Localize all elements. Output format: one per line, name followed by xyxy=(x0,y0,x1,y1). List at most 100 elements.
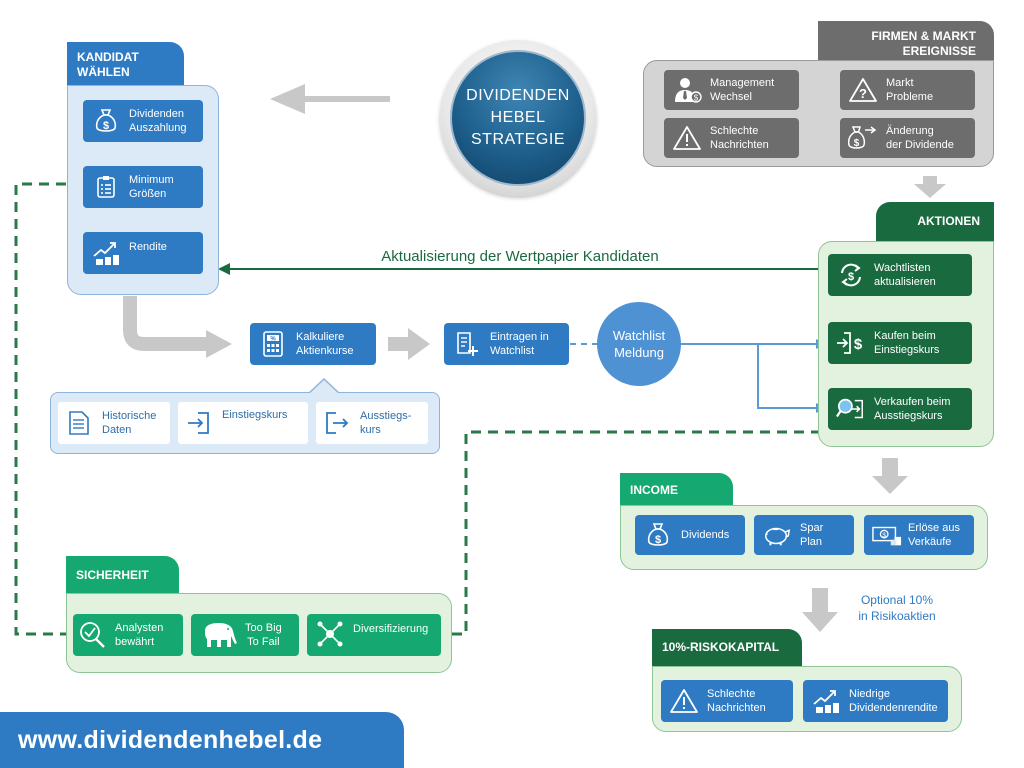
aktualisierung-label: Aktualisierung der Wertpapier Kandidaten xyxy=(381,248,659,265)
watchlist-meldung-circle: Watchlist Meldung xyxy=(597,302,681,386)
optional-note: Optional 10% in Risikoaktien xyxy=(858,593,936,623)
income-dividends-button[interactable]: $ Dividends xyxy=(635,515,745,555)
piggy-bank-icon xyxy=(762,520,792,550)
kalkuliere-button[interactable]: % Kalkuliere Aktienkurse xyxy=(250,323,376,365)
arrow-kandidat-to-kalkuliere xyxy=(123,296,210,351)
income-item-label: Dividends xyxy=(681,529,730,541)
aktionen-item-label: Wachtlisten aktualisieren xyxy=(874,262,936,288)
arrow-center-to-kandidat xyxy=(270,84,390,114)
aktionen-verkaufen-button[interactable]: Verkaufen beim Ausstiegskurs xyxy=(828,388,972,430)
sicherheit-item-label: Analysten bewährt xyxy=(115,622,164,648)
input-ausstiegskurs[interactable]: Ausstiegs- kurs xyxy=(316,402,428,444)
svg-text:$: $ xyxy=(103,120,109,132)
network-icon xyxy=(315,619,345,649)
sicherheit-item-label: Diversifizierung xyxy=(353,623,429,635)
risiko-title: 10%-RISKOKAPITAL xyxy=(662,640,780,654)
buy-icon: $ xyxy=(836,328,866,358)
kandidat-item-label: Rendite xyxy=(129,241,167,253)
line-to-verkaufen xyxy=(757,344,820,409)
firmen-title: FIRMEN & MARKT EREIGNISSE xyxy=(871,29,976,58)
firmen-item-label: Markt Probleme xyxy=(886,77,934,103)
sicherheit-title: SICHERHEIT xyxy=(76,568,149,582)
income-tab: INCOME xyxy=(620,473,733,506)
calculator-icon: % xyxy=(258,329,288,359)
aktionen-wachtlisten-button[interactable]: $ Wachtlisten aktualisieren xyxy=(828,254,972,296)
firmen-item-label: Schlechte Nachrichten xyxy=(710,125,769,151)
aktionen-item-label: Verkaufen beim Ausstiegskurs xyxy=(874,396,951,422)
risiko-item-label: Niedrige Dividendenrendite xyxy=(849,688,938,714)
risiko-tab: 10%-RISKOKAPITAL xyxy=(652,629,802,667)
firmen-dividende-button[interactable]: $ Änderung der Dividende xyxy=(840,118,975,158)
footer-url[interactable]: www.dividendenhebel.de xyxy=(18,725,323,754)
svg-text:%: % xyxy=(270,337,276,343)
aktionen-item-label: Kaufen beim Einstiegskurs xyxy=(874,330,940,356)
input-label: Ausstiegs- kurs xyxy=(360,410,412,436)
refresh-dollar-icon: $ xyxy=(836,260,866,290)
svg-text:$: $ xyxy=(854,138,860,149)
magnifier-check-icon xyxy=(77,620,107,650)
income-item-label: Spar Plan xyxy=(800,522,824,548)
kandidat-item-label: Minimum Größen xyxy=(129,174,174,200)
firmen-nachrichten-button[interactable]: Schlechte Nachrichten xyxy=(664,118,799,158)
risiko-item-label: Schlechte Nachrichten xyxy=(707,688,766,714)
question-warning-icon: ? xyxy=(848,75,878,105)
income-item-label: Erlöse aus Verkäufe xyxy=(908,522,960,548)
arrow-aktionen-to-income xyxy=(872,458,908,494)
firmen-management-button[interactable]: $ Management Wechsel xyxy=(664,70,799,110)
elephant-icon xyxy=(199,620,239,650)
input-einstiegskurs[interactable]: Einstiegskurs xyxy=(178,402,308,444)
inputs-callout-pointer-fill xyxy=(309,380,339,394)
strategy-title: DIVIDENDEN HEBEL STRATEGIE xyxy=(466,87,570,148)
warning-icon xyxy=(669,686,699,716)
sicherheit-diversifizierung-button[interactable]: Diversifizierung xyxy=(307,614,441,656)
sicherheit-item-label: Too Big To Fail xyxy=(245,622,282,648)
aktionen-tab: AKTIONEN xyxy=(876,202,994,242)
arrow-income-to-risiko xyxy=(802,588,838,632)
input-label: Einstiegskurs xyxy=(222,409,288,421)
document-add-icon xyxy=(452,329,482,359)
sell-search-icon xyxy=(836,394,866,424)
aktionen-kaufen-button[interactable]: $ Kaufen beim Einstiegskurs xyxy=(828,322,972,364)
warning-icon xyxy=(672,123,702,153)
svg-text:$: $ xyxy=(848,271,854,283)
sicherheit-toobig-button[interactable]: Too Big To Fail xyxy=(191,614,299,656)
dashed-loop-left xyxy=(14,182,66,636)
svg-text:?: ? xyxy=(859,86,867,101)
input-historische-daten[interactable]: Historische Daten xyxy=(58,402,170,444)
growth-chart-icon xyxy=(91,238,121,268)
income-sparplan-button[interactable]: Spar Plan xyxy=(754,515,854,555)
kandidat-dividenden-button[interactable]: $ Dividenden Auszahlung xyxy=(83,100,203,142)
manager-icon: $ xyxy=(672,75,702,105)
growth-chart-icon xyxy=(811,686,841,716)
kandidat-tab: KANDIDAT WÄHLEN xyxy=(67,42,184,86)
svg-text:$: $ xyxy=(694,94,699,103)
money-bag-icon: $ xyxy=(643,520,673,550)
kalkuliere-label: Kalkuliere Aktienkurse xyxy=(296,331,354,357)
exit-icon xyxy=(324,408,350,438)
arrow-kalkuliere-to-eintragen xyxy=(388,328,430,360)
watchlist-meldung-label: Watchlist Meldung xyxy=(612,328,666,360)
money-bag-icon: $ xyxy=(91,106,121,136)
arrow-firmen-to-aktionen xyxy=(914,176,946,198)
input-label: Historische Daten xyxy=(102,410,157,436)
firmen-markt-button[interactable]: ? Markt Probleme xyxy=(840,70,975,110)
sicherheit-tab: SICHERHEIT xyxy=(66,556,179,594)
arrow-head-aktualisierung xyxy=(218,263,230,275)
dashed-loop-right xyxy=(452,430,818,636)
kandidat-minimum-button[interactable]: Minimum Größen xyxy=(83,166,203,208)
eintragen-label: Eintragen in Watchlist xyxy=(490,331,549,357)
sicherheit-analysten-button[interactable]: Analysten bewährt xyxy=(73,614,183,656)
document-icon xyxy=(66,408,92,438)
footer-url-bar[interactable]: www.dividendenhebel.de xyxy=(0,712,404,768)
kandidat-title: KANDIDAT WÄHLEN xyxy=(77,50,139,79)
firmen-item-label: Änderung der Dividende xyxy=(886,125,954,151)
risiko-nachrichten-button[interactable]: Schlechte Nachrichten xyxy=(661,680,793,722)
svg-text:$: $ xyxy=(655,534,661,546)
eintragen-button[interactable]: Eintragen in Watchlist xyxy=(444,323,569,365)
kandidat-rendite-button[interactable]: Rendite xyxy=(83,232,203,274)
risiko-dividendenrendite-button[interactable]: Niedrige Dividendenrendite xyxy=(803,680,948,722)
aktionen-title: AKTIONEN xyxy=(917,214,980,228)
arrow-head-kalkuliere xyxy=(206,330,232,358)
income-erloese-button[interactable]: $ Erlöse aus Verkäufe xyxy=(864,515,974,555)
